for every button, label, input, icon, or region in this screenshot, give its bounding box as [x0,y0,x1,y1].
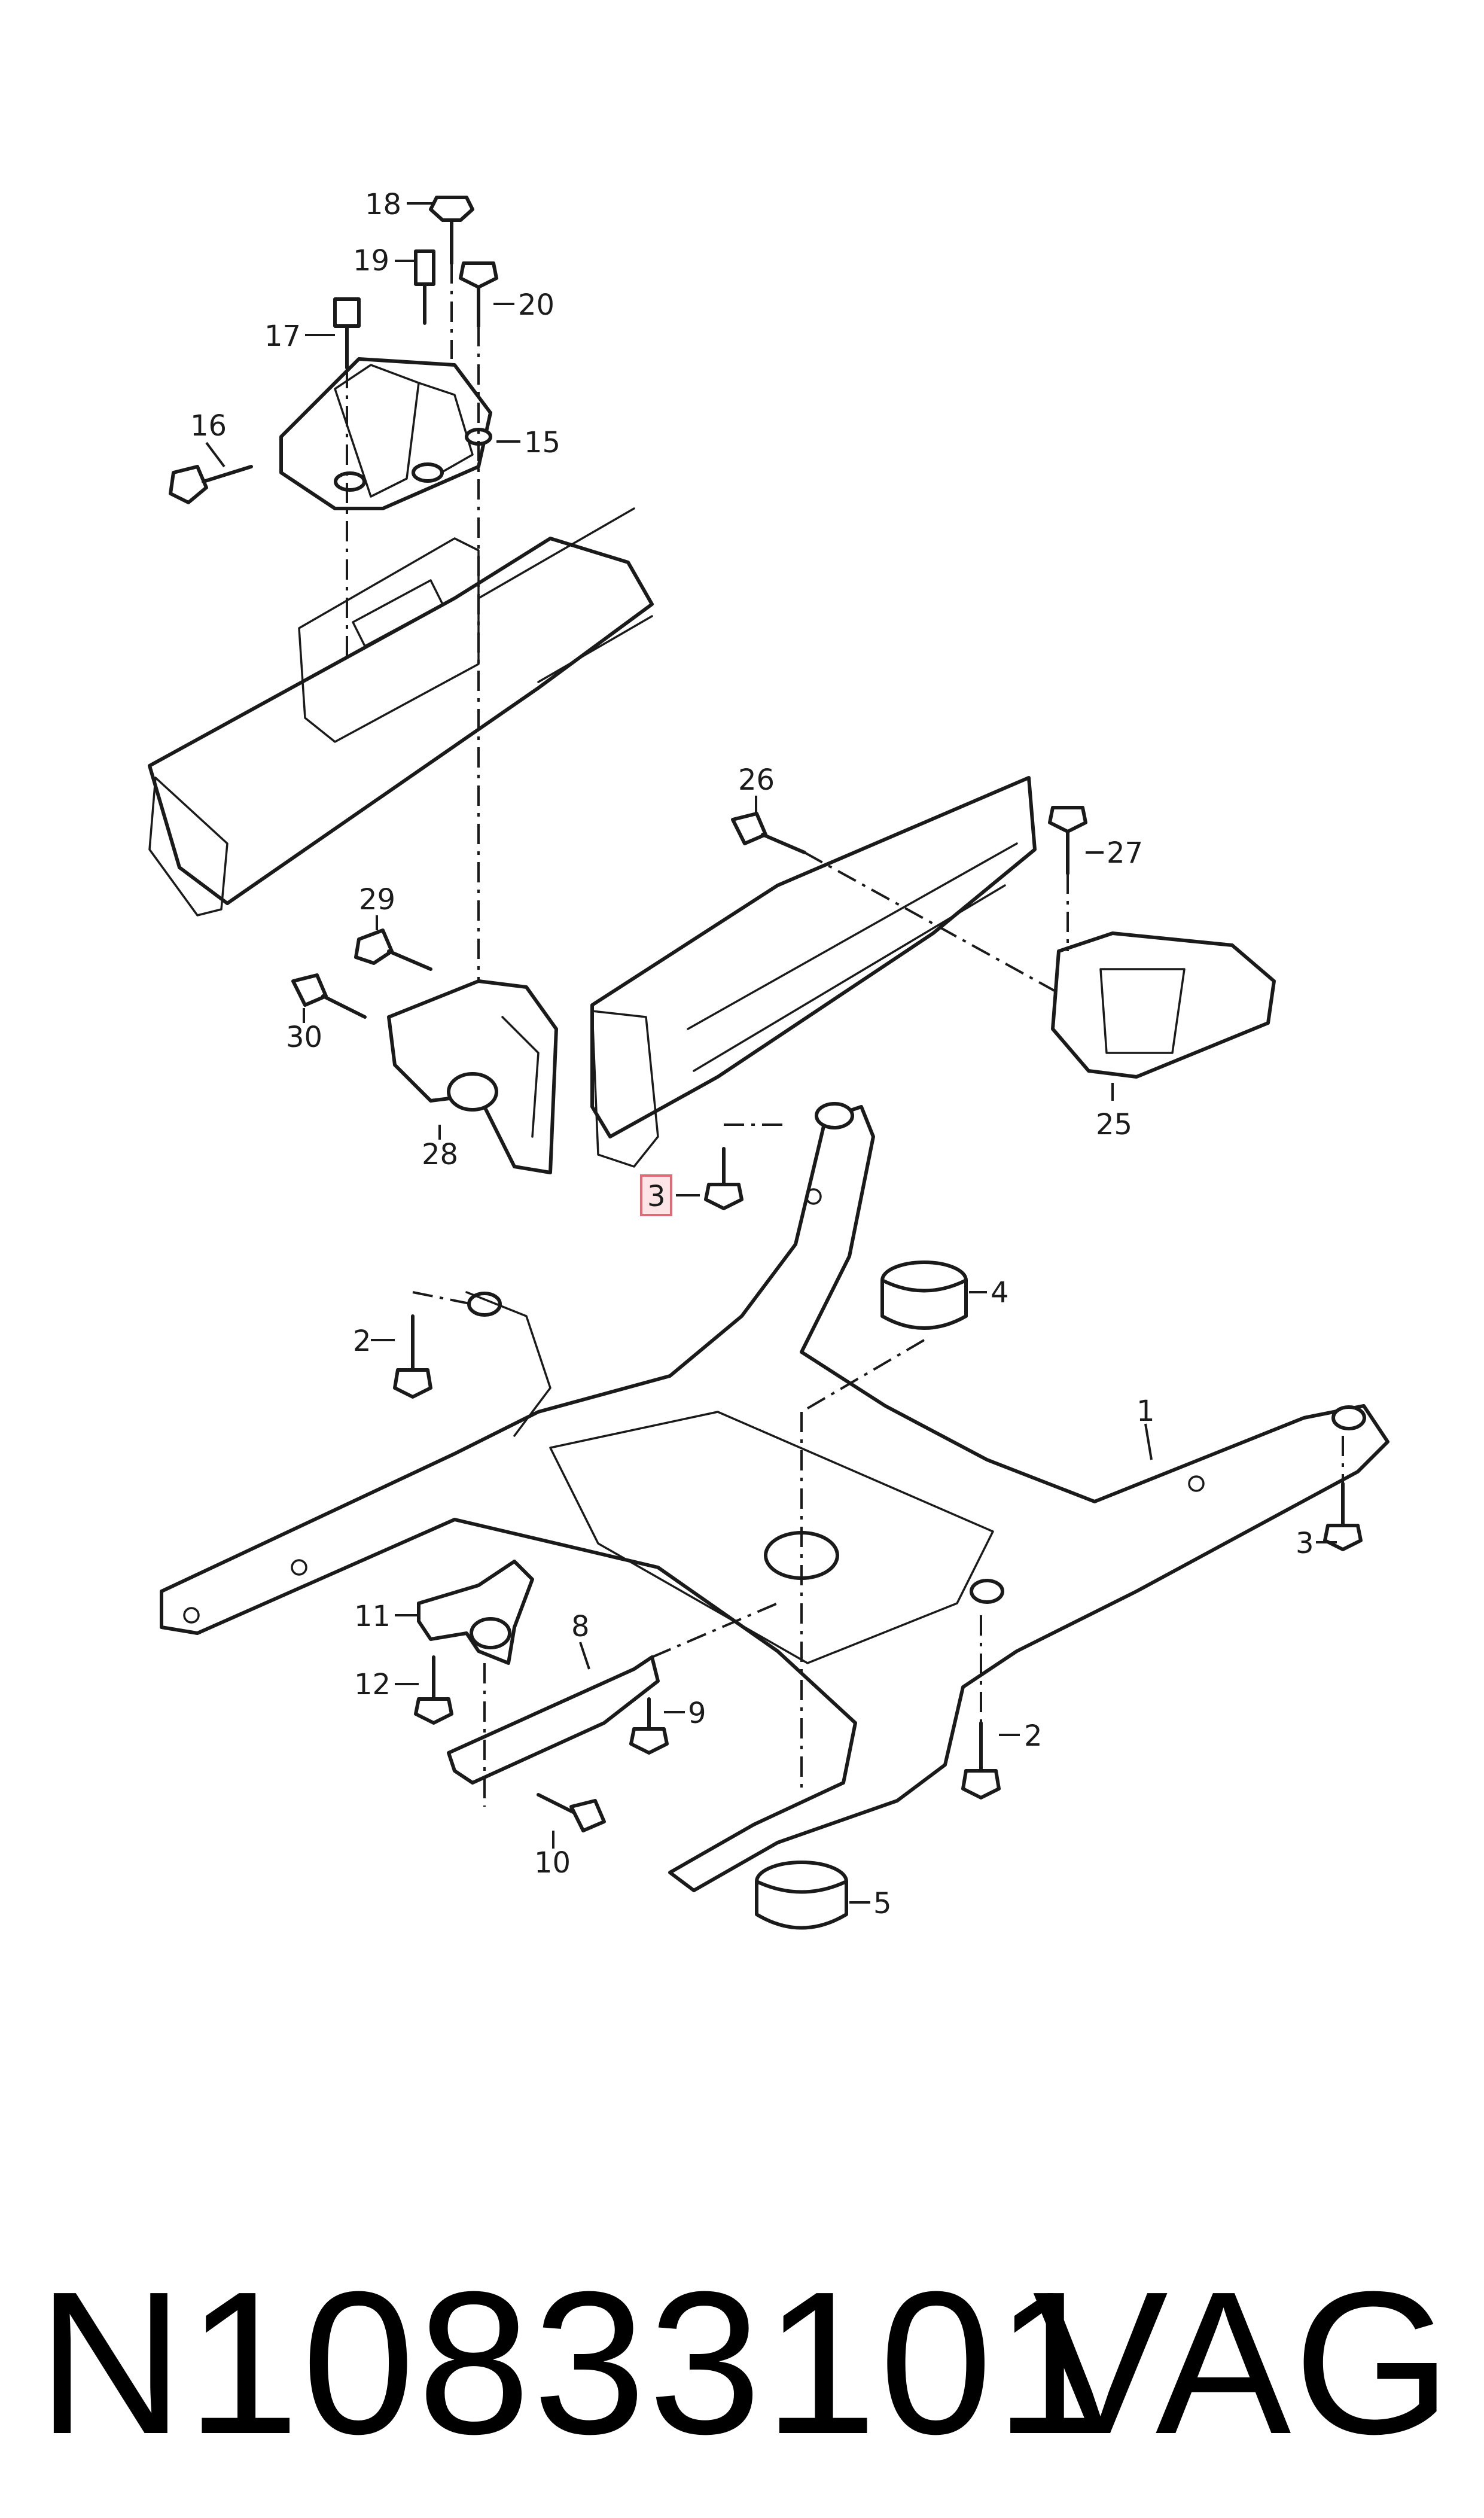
bolt-3-right [1323,1482,1363,1551]
callout-18: 18 [365,188,401,221]
lower-frame-rail [590,776,1037,1168]
upper-frame-rail [148,507,654,917]
callout-25: 25 [1096,1108,1132,1141]
callout-3-highlighted: 3 [647,1180,666,1213]
bolt-12 [414,1655,453,1725]
callout-27: 27 [1107,836,1143,870]
callout-5: 5 [873,1887,892,1920]
callout-12: 12 [354,1668,391,1701]
bolt-16 [169,465,253,504]
footer: N10833101 VAG [0,2237,1484,2489]
leader-lines [205,202,1337,1904]
subframe-1 [160,1102,1389,1892]
bolt-2-left [393,1314,432,1399]
callout-8: 8 [571,1610,590,1643]
engine-mount-upper [279,357,492,510]
bolt-18 [429,196,474,265]
callouts: 18 19 20 17 16 15 26 27 25 29 30 28 3 4 … [190,188,1314,1920]
bolt-3-upper [704,1147,743,1210]
bolt-9 [629,1697,669,1755]
highlight-box [640,1174,672,1216]
callout-1: 1 [1136,1395,1155,1428]
bolt-17 [333,297,361,370]
callout-20: 20 [518,288,554,322]
bushing-5 [755,1861,848,1930]
callout-29: 29 [359,883,395,917]
callout-28: 28 [422,1138,458,1171]
callout-16: 16 [190,409,227,443]
callout-9: 9 [688,1697,706,1730]
callout-30: 30 [286,1021,322,1054]
bolt-30 [291,973,367,1019]
callout-10: 10 [534,1846,571,1880]
callout-2-left: 2 [353,1325,371,1358]
callout-15: 15 [524,426,560,459]
exploded-parts-diagram: 18 19 20 17 16 15 26 27 25 29 30 28 3 4 … [148,188,1389,1930]
callout-11: 11 [354,1600,391,1633]
callout-2-right: 2 [1024,1719,1043,1753]
part-number: N10833101 [37,2249,1111,2477]
bolt-27 [1048,806,1087,875]
bolt-29 [354,928,432,971]
callout-17: 17 [264,319,301,353]
mount-25 [1051,931,1276,1079]
bushing-4 [880,1260,968,1330]
brand-name: VAG [1032,2249,1454,2477]
bolt-10 [537,1793,606,1832]
link-8 [447,1655,660,1785]
callout-19: 19 [353,244,389,278]
transmission-mount-28 [387,979,558,1174]
callout-4: 4 [991,1276,1009,1310]
assembly-lines [346,263,1344,1807]
callout-26: 26 [738,763,775,797]
callout-3-right: 3 [1296,1527,1314,1560]
bolt-20 [459,261,498,328]
bolt-19 [414,249,435,325]
bolt-26 [731,812,806,854]
bolt-2-right [961,1721,1001,1800]
bracket-11 [417,1560,534,1665]
